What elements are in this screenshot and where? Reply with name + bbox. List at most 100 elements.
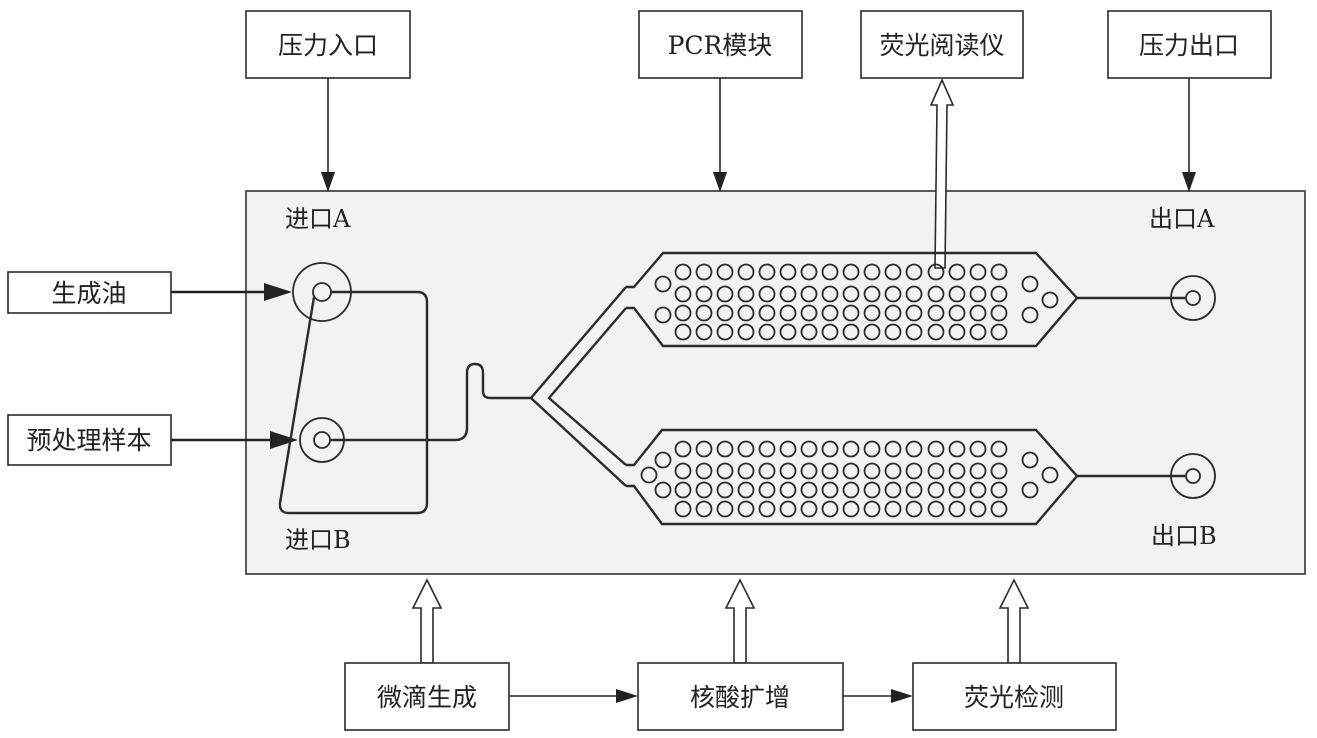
outlet-b-label: 出口B (1151, 522, 1217, 550)
droplet-well (695, 500, 713, 518)
droplet-well (905, 481, 923, 499)
droplet-well (969, 440, 987, 458)
pressure-inlet-arrow (321, 78, 335, 192)
droplet-well (948, 323, 966, 341)
droplet-well (905, 462, 923, 480)
droplet-well (884, 263, 902, 281)
inlet-b-label: 进口B (285, 526, 351, 554)
droplet-well (969, 323, 987, 341)
droplet-well (695, 285, 713, 303)
droplet-well (884, 440, 902, 458)
fluorescence-detection-box: 荧光检测 (912, 662, 1117, 731)
droplet-well (990, 263, 1008, 281)
droplet-well (758, 304, 776, 322)
droplet-well (863, 304, 881, 322)
fork-channel-outer (529, 286, 627, 487)
droplet-well (905, 285, 923, 303)
fork-channel-inner (547, 307, 627, 466)
fluorescence-reader-box: 荧光阅读仪 (860, 10, 1024, 79)
droplet-well (990, 440, 1008, 458)
droplet-well (842, 304, 860, 322)
droplet-well (674, 323, 692, 341)
droplet-well (758, 285, 776, 303)
droplet-well (969, 304, 987, 322)
droplet-well (969, 500, 987, 518)
droplet-well (842, 481, 860, 499)
droplet-generation-box: 微滴生成 (344, 662, 510, 731)
chip-panel (245, 190, 1306, 575)
flow-arrow-1 (509, 689, 638, 703)
pretreated-sample-arrow (171, 431, 298, 449)
droplet-well (1041, 466, 1059, 484)
pressure-outlet-box: 压力出口 (1107, 10, 1272, 79)
droplet-well (969, 263, 987, 281)
droplet-well (990, 462, 1008, 480)
droplet-well (779, 323, 797, 341)
droplet-well (758, 481, 776, 499)
droplet-well (654, 451, 672, 469)
pretreated-sample-box: 预处理样本 (7, 414, 172, 466)
droplet-well (654, 481, 672, 499)
chamber-top-wells (654, 263, 1059, 341)
droplet-well (1021, 275, 1039, 293)
pressure-inlet-label: 压力入口 (278, 31, 378, 60)
generation-oil-label: 生成油 (51, 279, 126, 308)
fluorescence-detection-label: 荧光检测 (964, 683, 1064, 712)
droplet-well (842, 263, 860, 281)
droplet-well (842, 285, 860, 303)
inlet-a-label: 进口A (285, 205, 351, 233)
droplet-well (821, 304, 839, 322)
droplet-well (737, 462, 755, 480)
fluorescence-reader-hollow-arrow (929, 78, 955, 269)
nucleic-acid-amplification-label: 核酸扩增 (690, 683, 790, 712)
droplet-well (695, 323, 713, 341)
droplet-well (884, 323, 902, 341)
droplet-well (842, 462, 860, 480)
droplet-well (842, 500, 860, 518)
generation-oil-arrow (171, 283, 292, 301)
droplet-well (927, 440, 945, 458)
droplet-well (800, 323, 818, 341)
droplet-well (737, 304, 755, 322)
droplet-well (674, 500, 692, 518)
droplet-well (948, 481, 966, 499)
droplet-well (758, 440, 776, 458)
droplet-well (927, 285, 945, 303)
droplet-well (716, 462, 734, 480)
droplet-well (695, 462, 713, 480)
droplet-well (863, 440, 881, 458)
flow-arrow-2 (843, 689, 913, 703)
generation-oil-box: 生成油 (7, 271, 172, 314)
droplet-well (1041, 291, 1059, 309)
outlet-a-label: 出口A (1149, 205, 1215, 233)
droplet-well (905, 263, 923, 281)
outlet-b-port (1170, 453, 1216, 499)
droplet-well (716, 440, 734, 458)
droplet-well (674, 263, 692, 281)
droplet-well (737, 440, 755, 458)
droplet-well (969, 285, 987, 303)
droplet-well (758, 323, 776, 341)
droplet-well (1021, 481, 1039, 499)
droplet-well (884, 285, 902, 303)
droplet-well (969, 481, 987, 499)
droplet-well (884, 500, 902, 518)
droplet-well (779, 462, 797, 480)
droplet-well (758, 263, 776, 281)
droplet-well (948, 285, 966, 303)
droplet-well (948, 304, 966, 322)
droplet-well (654, 275, 672, 293)
droplet-well (716, 323, 734, 341)
droplet-well (927, 263, 945, 281)
droplet-well (905, 440, 923, 458)
droplet-well (905, 323, 923, 341)
droplet-well (842, 323, 860, 341)
droplet-well (654, 306, 672, 324)
droplet-well (695, 304, 713, 322)
pressure-inlet-box: 压力入口 (245, 10, 411, 79)
droplet-well (863, 500, 881, 518)
droplet-well (674, 481, 692, 499)
droplet-well (800, 440, 818, 458)
droplet-well (674, 285, 692, 303)
